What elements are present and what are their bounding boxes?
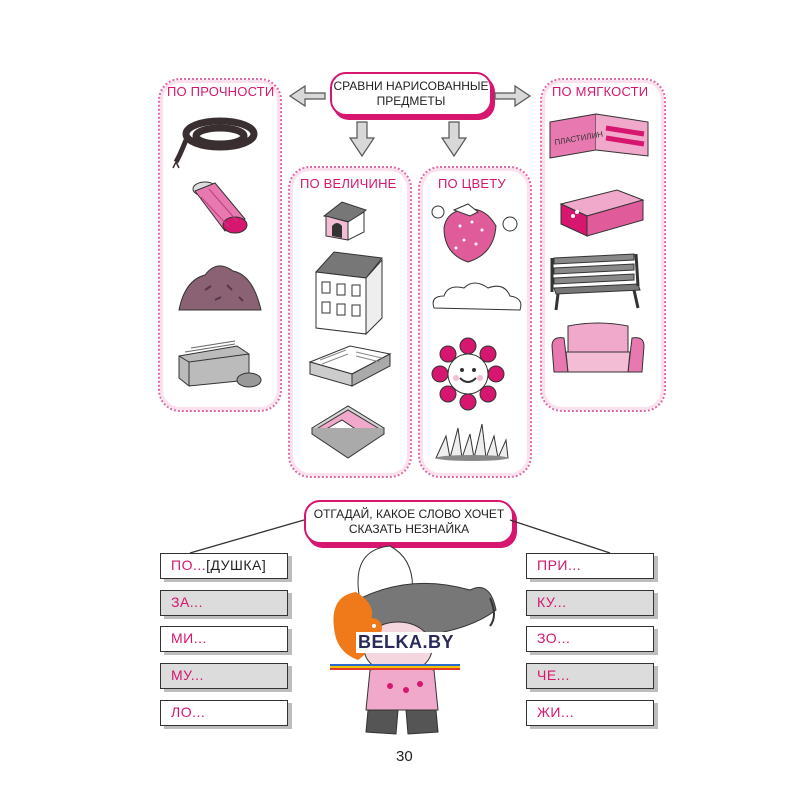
word-box-right-5[interactable]: ЖИ... xyxy=(526,700,654,726)
word-box-right-3[interactable]: ЗО... xyxy=(526,626,654,652)
brick-icon xyxy=(559,189,645,237)
word-prefix: ЖИ... xyxy=(537,704,575,720)
strength-title: ПО ПРОЧНОСТИ xyxy=(167,84,275,99)
watermark-stripe xyxy=(330,664,460,670)
plasticine-box-icon: ПЛАСТИЛИН xyxy=(549,113,649,159)
word-prefix: МУ... xyxy=(171,667,204,683)
color-title: ПО ЦВЕТУ xyxy=(438,176,506,191)
word-prefix: ЛО... xyxy=(171,704,206,720)
instruction-line-1: СРАВНИ НАРИСОВАННЫЕ xyxy=(333,79,489,93)
word-box-left-1[interactable]: ПО...[ДУШКА] xyxy=(160,553,288,579)
word-box-left-2[interactable]: ЗА... xyxy=(160,590,288,616)
belka-logo: BELKA.BY xyxy=(326,588,468,676)
word-box-left-3[interactable]: МИ... xyxy=(160,626,288,652)
riddle-bubble: ОТГАДАЙ, КАКОЕ СЛОВО ХОЧЕТ СКАЗАТЬ НЕЗНА… xyxy=(304,500,514,544)
cloud-icon xyxy=(432,282,522,311)
rope-icon xyxy=(172,117,258,169)
word-prefix: ЧЕ... xyxy=(537,667,570,683)
word-example: [ДУШКА] xyxy=(206,557,267,573)
stone-block-icon xyxy=(178,340,262,388)
watermark-text: BELKA.BY xyxy=(356,632,457,653)
left-arrow-icon xyxy=(288,84,326,108)
word-box-left-4[interactable]: МУ... xyxy=(160,663,288,689)
word-prefix: ПО... xyxy=(171,557,207,573)
strawberry-icon xyxy=(431,203,518,263)
armchair-icon xyxy=(551,322,645,373)
magazine-icon xyxy=(311,405,385,459)
size-title: ПО ВЕЛИЧИНЕ xyxy=(300,176,397,191)
grass-icon xyxy=(435,423,509,461)
down-arrow-icon xyxy=(440,121,468,158)
right-arrow-icon xyxy=(494,84,532,108)
word-box-right-2[interactable]: КУ... xyxy=(526,590,654,616)
soil-pile-icon xyxy=(178,265,262,311)
flower-sun-icon xyxy=(431,337,505,411)
word-box-left-5[interactable]: ЛО... xyxy=(160,700,288,726)
word-prefix: ПРИ... xyxy=(537,557,582,573)
instruction-bubble: СРАВНИ НАРИСОВАННЫЕ ПРЕДМЕТЫ xyxy=(330,72,492,116)
riddle-line-2: СКАЗАТЬ НЕЗНАЙКА xyxy=(348,522,470,536)
page-number: 30 xyxy=(396,748,413,765)
down-arrow-icon xyxy=(348,121,376,158)
riddle-line-1: ОТГАДАЙ, КАКОЕ СЛОВО ХОЧЕТ xyxy=(313,507,505,521)
bench-icon xyxy=(550,253,641,311)
softness-title: ПО МЯГКОСТИ xyxy=(552,84,649,99)
word-prefix: ЗА... xyxy=(171,594,203,610)
arrows xyxy=(288,84,532,158)
instruction-line-2: ПРЕДМЕТЫ xyxy=(376,94,446,108)
doghouse-icon xyxy=(322,201,368,241)
word-prefix: МИ... xyxy=(171,630,207,646)
house-icon xyxy=(314,251,383,336)
word-box-right-1[interactable]: ПРИ... xyxy=(526,553,654,579)
squirrel-icon xyxy=(333,592,382,660)
thread-spool-icon xyxy=(192,181,248,234)
word-prefix: КУ... xyxy=(537,594,567,610)
word-prefix: ЗО... xyxy=(537,630,571,646)
connector-lines xyxy=(189,519,611,554)
book-icon xyxy=(308,345,392,387)
word-box-right-4[interactable]: ЧЕ... xyxy=(526,663,654,689)
